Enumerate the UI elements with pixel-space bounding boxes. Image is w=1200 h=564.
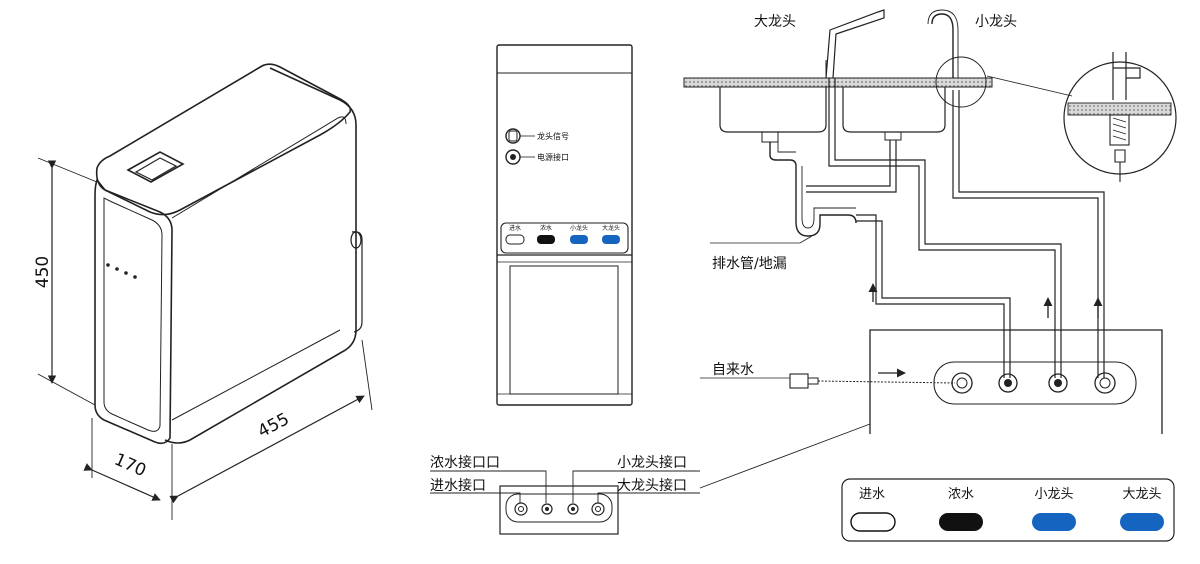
legend-label-inlet: 进水 [859,487,885,502]
product-isometric [94,63,363,445]
dimension-height: 450 [33,157,98,406]
callout-small-faucet: 小龙头接口 [617,454,687,471]
legend-label-small-faucet: 小龙头 [1034,487,1073,502]
small-faucet-label: 小龙头 [975,14,1017,30]
front-port-label-concentrate: 浓水 [540,224,552,232]
legend-swatch-concentrate [939,513,983,531]
front-port-label-small-faucet: 小龙头 [570,224,588,232]
installation-schematic: 排水管/地漏 大龙头 小龙头 [683,9,1177,434]
tap-water-label: 自来水 [712,362,754,378]
callout-concentrate: 浓水接口口 [430,454,500,471]
legend: 进水 浓水 小龙头 大龙头 [841,478,1175,542]
legend-label-big-faucet: 大龙头 [1122,487,1161,502]
legend-label-concentrate: 浓水 [948,487,974,502]
power-port-label: 电源接口 [537,152,569,162]
callout-big-faucet: 大龙头接口 [617,477,687,494]
legend-swatch-small-faucet [1032,513,1076,531]
faucet-signal-label: 龙头信号 [537,131,569,141]
legend-swatch-inlet [850,512,896,532]
callout-inlet: 进水接口 [430,477,486,494]
product-front-view: 龙头信号 电源接口 进水 浓水 小龙头 大龙头 [496,44,633,406]
legend-swatch-big-faucet [1120,513,1164,531]
dimension-width: 455 [169,339,373,520]
dimension-height-label: 450 [33,256,53,288]
big-faucet-label: 大龙头 [754,14,796,30]
port-closeup: 浓水接口口 进水接口 小龙头接口 大龙头接口 [430,423,871,535]
front-port-label-big-faucet: 大龙头 [602,224,620,232]
dimension-depth-label: 170 [111,450,149,481]
front-port-label-inlet: 进水 [509,224,521,232]
drain-label: 排水管/地漏 [712,256,787,272]
